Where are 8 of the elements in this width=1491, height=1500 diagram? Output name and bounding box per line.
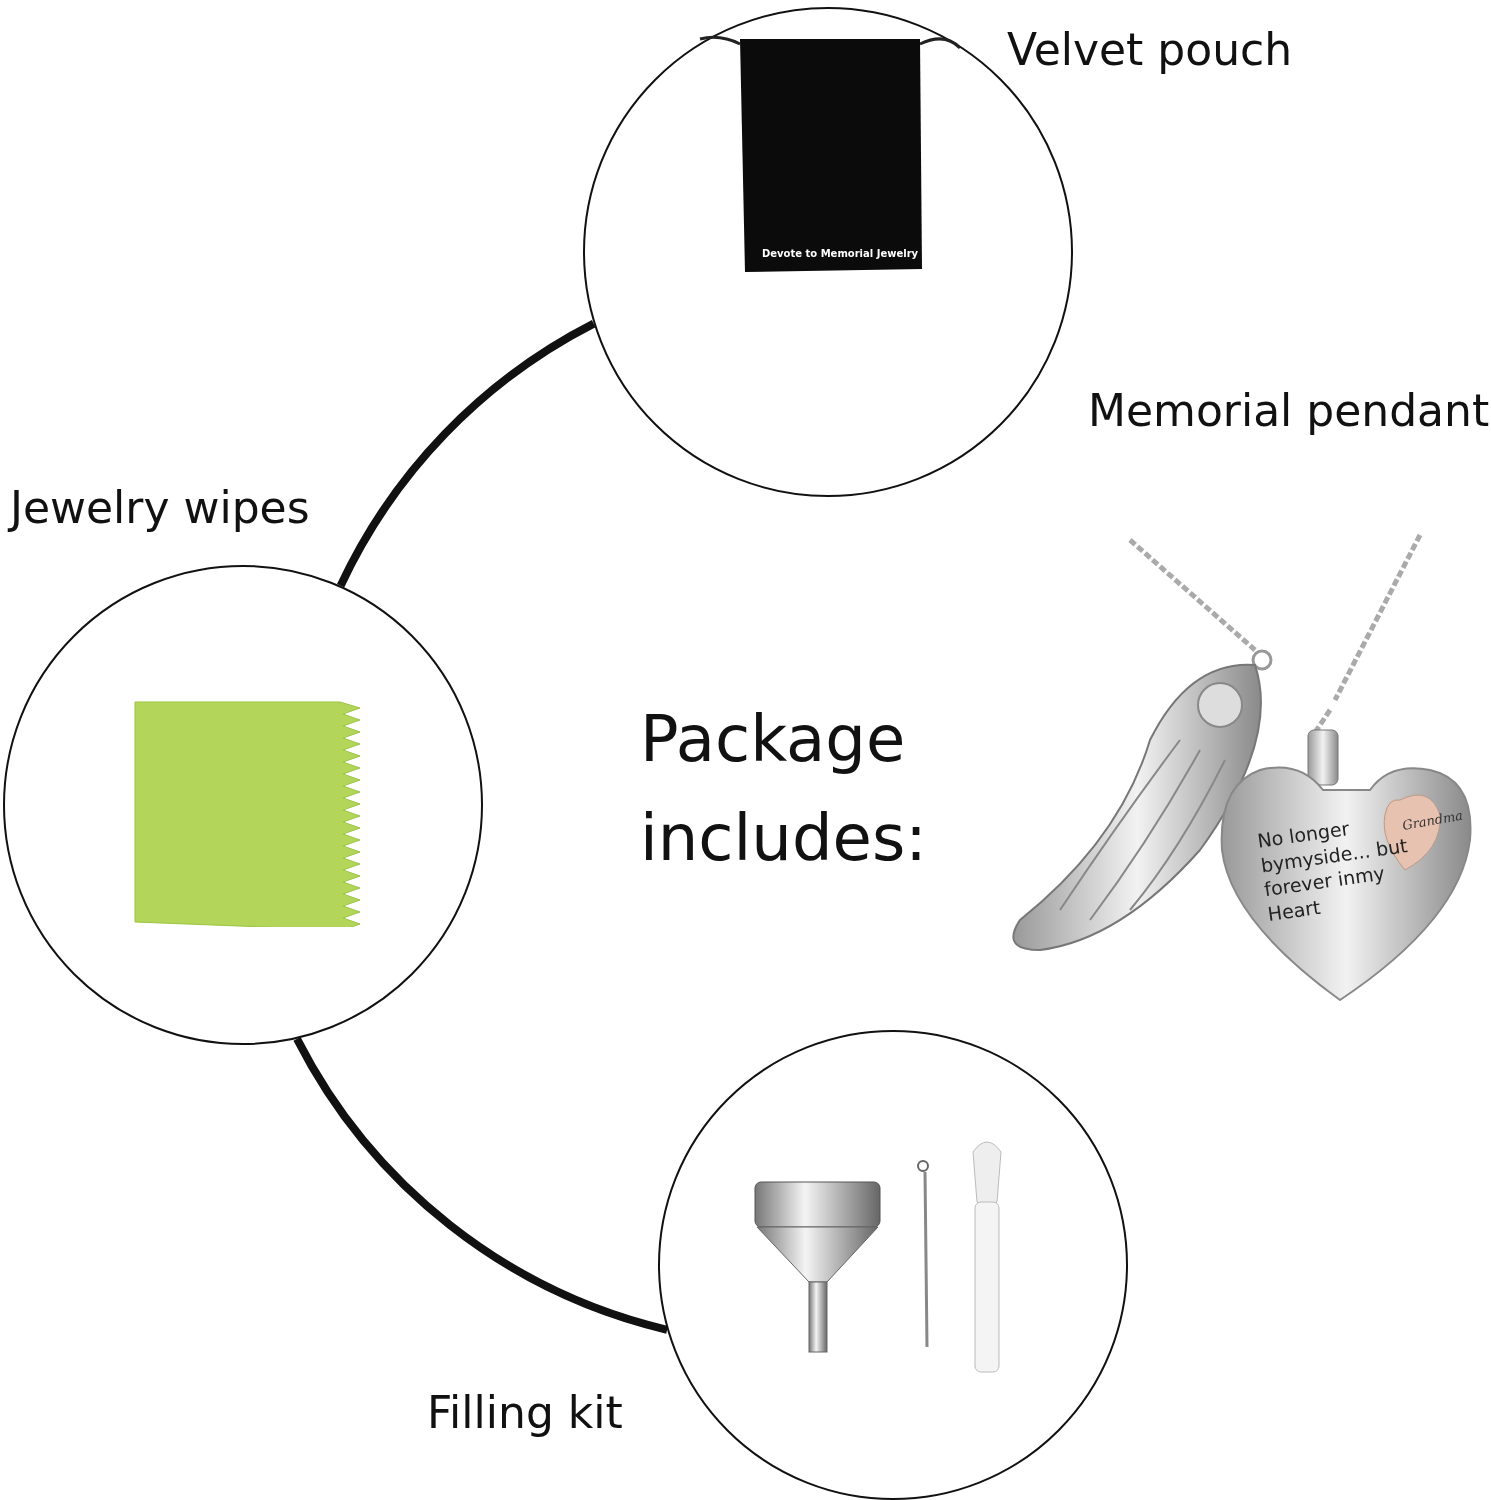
connector-arc bbox=[337, 320, 596, 588]
item-heading: Velvet pouch bbox=[1007, 24, 1293, 75]
item-heading: Memorial pendant bbox=[1088, 385, 1490, 436]
center-heading: Package includes: bbox=[640, 701, 928, 878]
item-heading: Filling kit bbox=[427, 1387, 623, 1438]
pouch-slogan: Devote to Memorial Jewelry bbox=[762, 248, 920, 260]
connector-arc bbox=[293, 1036, 669, 1334]
engraved-name: Grandma bbox=[1401, 806, 1465, 834]
